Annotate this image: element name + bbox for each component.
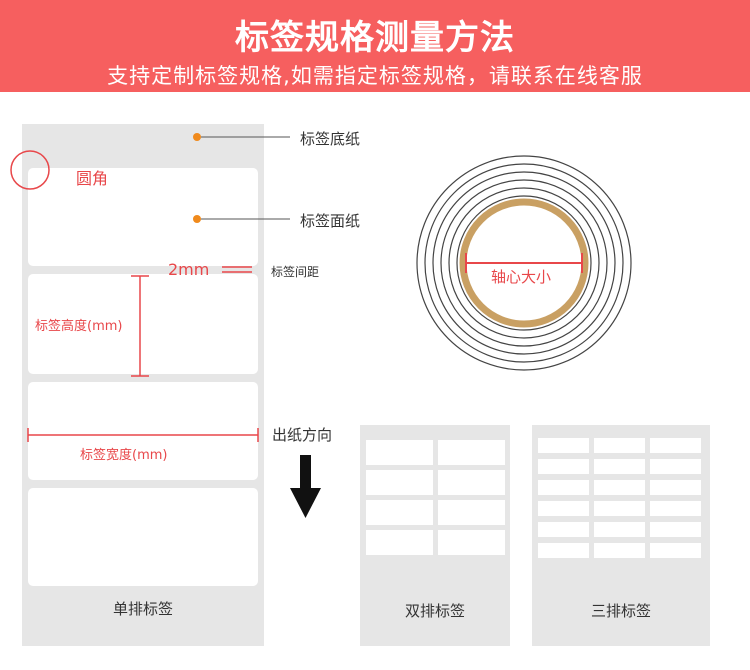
feed-direction-label: 出纸方向 [272,426,333,444]
triple-cell [650,480,701,495]
face-paper-dot [193,215,201,223]
gap-value: 2mm [168,260,210,279]
double-cell [438,440,505,465]
label-card-4 [28,488,258,586]
page-subtitle: 支持定制标签规格,如需指定标签规格，请联系在线客服 [107,64,643,88]
triple-cell [538,438,589,453]
rounded-corner-label: 圆角 [76,169,109,188]
backing-paper-dot [193,133,201,141]
header-banner [0,0,750,92]
double-cell [366,470,433,495]
label-roll [416,155,632,371]
triple-cell [538,480,589,495]
triple-cell [650,501,701,516]
triple-cell [650,459,701,474]
triple-cell [594,501,645,516]
label-card-2 [28,274,258,374]
triple-cell [650,438,701,453]
double-cell [366,440,433,465]
gap-label: 标签间距 [271,265,320,279]
triple-cell [538,501,589,516]
triple-cell [538,459,589,474]
double-cell [438,530,505,555]
triple-cell [650,543,701,558]
single-row-caption: 单排标签 [112,600,173,618]
triple-cell [650,522,701,537]
triple-cell [538,522,589,537]
triple-cell [594,522,645,537]
triple-row-caption: 三排标签 [590,602,651,620]
width-label: 标签宽度(mm) [80,448,168,463]
label-card-1 [28,168,258,266]
triple-cell [594,438,645,453]
triple-cell [594,543,645,558]
backing-paper-label: 标签底纸 [300,130,361,148]
double-cell [366,500,433,525]
page-title: 标签规格测量方法 [235,18,515,58]
triple-cell [594,480,645,495]
double-cell [438,500,505,525]
feed-arrow-shaft [300,455,311,489]
height-label: 标签高度(mm) [35,319,123,334]
core-size-label: 轴心大小 [491,268,552,286]
feed-arrow-head [290,488,321,518]
face-paper-label: 标签面纸 [300,212,361,230]
triple-cell [594,459,645,474]
triple-cell [538,543,589,558]
rounded-corner-marker [10,150,50,190]
double-row-caption: 双排标签 [404,602,465,620]
label-card-3 [28,382,258,480]
double-cell [438,470,505,495]
double-cell [366,530,433,555]
